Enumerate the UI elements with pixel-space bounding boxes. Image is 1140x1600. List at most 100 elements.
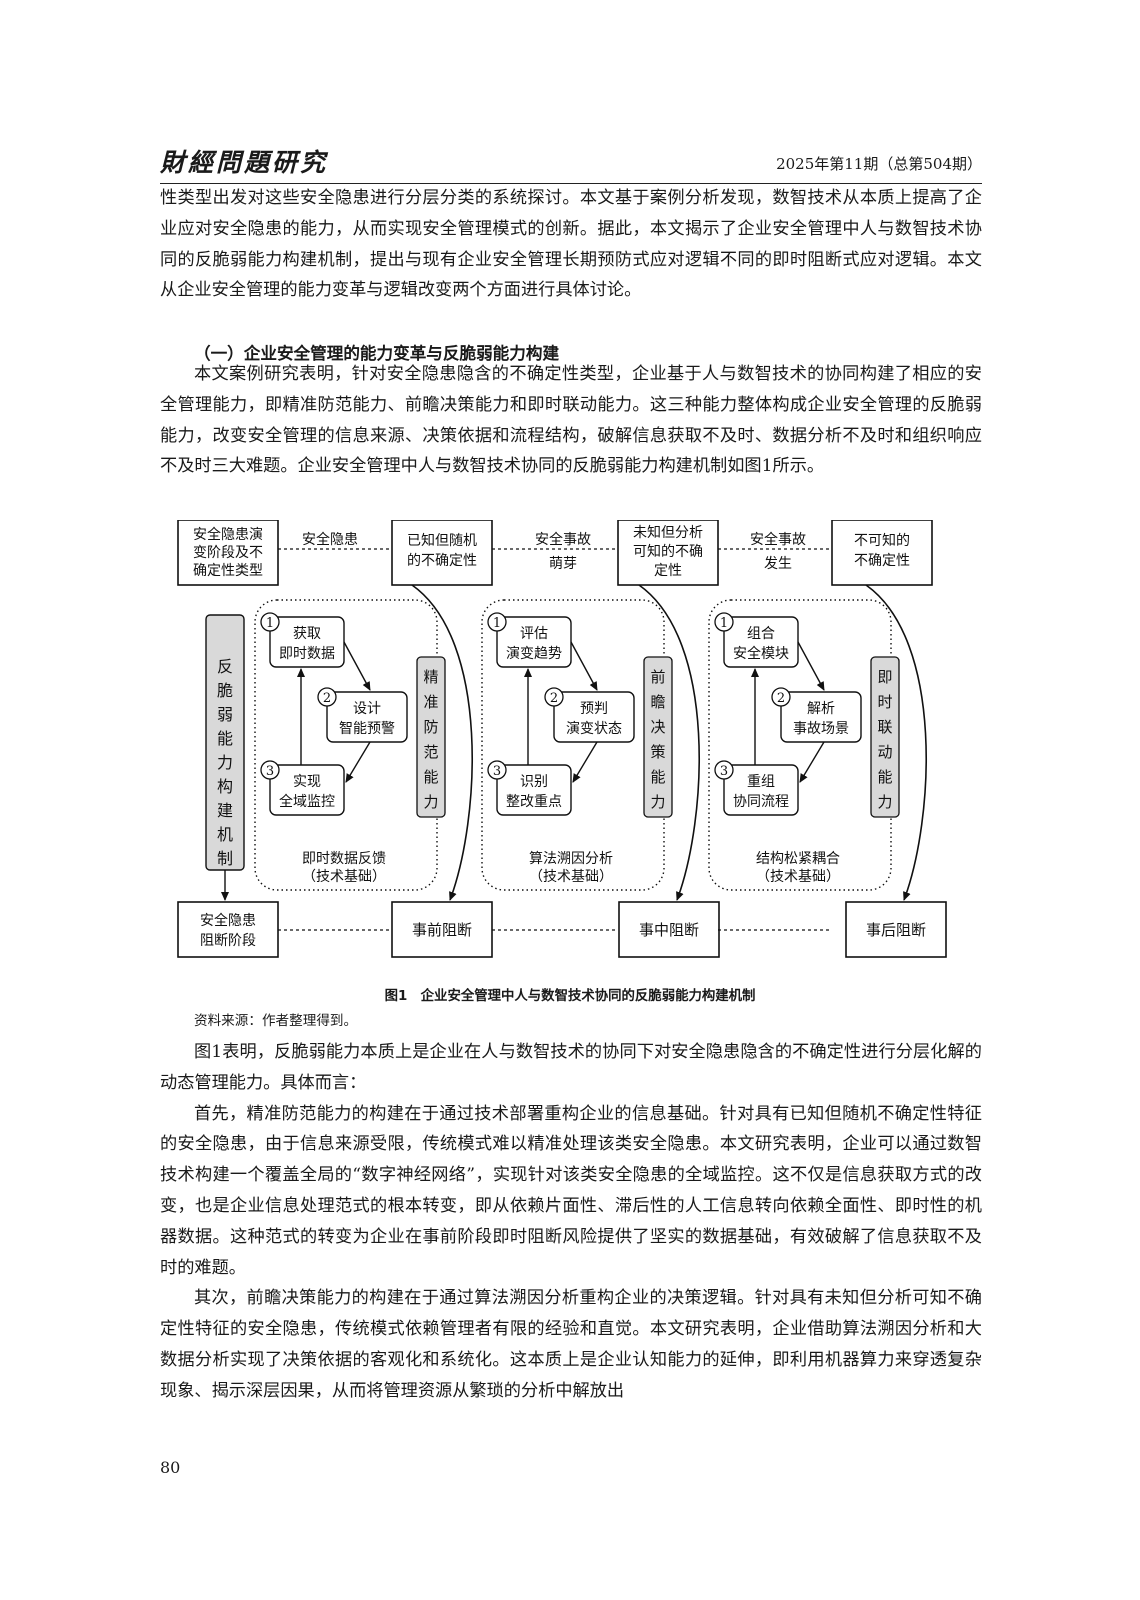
page-header: 財經問題研究 2025年第11期（总第504期） [160, 143, 982, 184]
basis-label: 结构松紧耦合 [756, 851, 840, 867]
block-label: 事中阻断 [639, 921, 699, 939]
step-number: 1 [720, 616, 728, 631]
step-label: 组合 [747, 626, 775, 642]
step-label: 智能预警 [339, 721, 395, 737]
step-box [780, 691, 862, 743]
top-box-unknown-analyzable [617, 519, 719, 586]
bottom-box-stage [177, 901, 279, 958]
block-box [845, 901, 947, 958]
figure-caption: 图1 企业安全管理中人与数智技术协同的反脆弱能力构建机制 [384, 989, 756, 1004]
step-number-circle [487, 760, 507, 780]
capability-bar [416, 656, 446, 818]
vertical-label-char: 机 [217, 825, 233, 844]
capability-char: 能 [650, 768, 665, 786]
capability-char: 精 [423, 668, 438, 686]
vertical-label-char: 力 [217, 753, 233, 772]
step-label: 识别 [520, 774, 548, 790]
step-arrow [345, 741, 371, 783]
top-box-line: 变阶段及不 [193, 545, 263, 561]
step-label: 设计 [353, 701, 381, 717]
curved-arrow [411, 584, 473, 901]
basis-label: （技术基础） [302, 868, 386, 885]
step-number-circle [771, 687, 791, 707]
issue-info: 2025年第11期（总第504期） [776, 155, 982, 173]
figure-diagram: 安全隐患演 变阶段及不 确定性类型 安全隐患 已知但随机 的不确定性 安全事故 … [160, 519, 982, 980]
step-number-circle [544, 687, 564, 707]
capability-char: 联 [877, 718, 892, 736]
block-box [618, 901, 720, 958]
top-box-line: 确定性类型 [193, 563, 263, 579]
step-number: 3 [493, 764, 501, 779]
step-arrow [343, 641, 371, 691]
paragraph-text: 本文案例研究表明，针对安全隐患隐含的不确定性类型，企业基于人与数智技术的协同构建… [160, 364, 982, 477]
section-title: （一）企业安全管理的能力变革与反脆弱能力构建 [194, 344, 560, 363]
capability-char: 能 [877, 768, 892, 786]
paragraph-section: 本文案例研究表明，针对安全隐患隐含的不确定性类型，企业基于人与数智技术的协同构建… [160, 359, 982, 482]
link-label: 安全事故 [535, 531, 591, 548]
capability-bar [643, 656, 673, 818]
block-label: 事前阻断 [412, 921, 472, 939]
step-number: 2 [323, 691, 331, 706]
capability-groups: 获取即时数据1设计智能预警2实现全域监控3精准防范能力即时数据反馈（技术基础）事… [254, 584, 947, 958]
link-label: 安全事故 [750, 531, 806, 548]
top-box-line: 已知但随机 [407, 532, 477, 549]
paragraph-after: 图1表明，反脆弱能力本质上是企业在人与数智技术的协同下对安全隐患隐含的不确定性进… [160, 1037, 982, 1407]
top-box-line: 的不确定性 [407, 553, 477, 569]
step-label: 事故场景 [793, 721, 849, 737]
step-number: 3 [720, 764, 728, 779]
dotted-frame [708, 599, 892, 891]
step-number: 2 [777, 691, 785, 706]
link-label: 萌芽 [549, 556, 577, 572]
capability-char: 力 [877, 793, 892, 811]
paragraph-top: 性类型出发对这些安全隐患进行分层分类的系统探讨。本文基于案例分析发现，数智技术从… [160, 183, 982, 306]
vertical-label-char: 弱 [217, 705, 233, 724]
capability-char: 能 [423, 768, 438, 786]
step-arrow [797, 641, 825, 691]
vertical-label-char: 脆 [217, 681, 233, 700]
step-label: 获取 [293, 626, 321, 642]
step-label: 安全模块 [733, 645, 789, 662]
bottom-box-line: 阻断阶段 [200, 933, 256, 949]
capability-char: 决 [650, 718, 665, 736]
paragraph-text: 首先，精准防范能力的构建在于通过技术部署重构企业的信息基础。针对具有已知但随机不… [160, 1103, 982, 1278]
basis-label: （技术基础） [529, 868, 613, 885]
step-label: 全域监控 [279, 793, 335, 810]
top-box-unknowable [831, 519, 933, 586]
step-number-circle [714, 760, 734, 780]
step-arrow [799, 741, 825, 783]
capability-group: 组合安全模块1解析事故场景2重组协同流程3即时联动能力结构松紧耦合（技术基础）事… [708, 584, 947, 958]
capability-char: 即 [877, 668, 892, 686]
top-box-stage-type [177, 519, 279, 586]
curved-arrow [865, 584, 927, 901]
step-label: 演变趋势 [506, 646, 562, 662]
step-label: 演变状态 [566, 721, 622, 737]
top-box-known-random [391, 519, 493, 586]
step-label: 实现 [293, 774, 321, 790]
block-box [391, 901, 493, 958]
link-label: 安全隐患 [302, 531, 358, 548]
paragraph-text: 性类型出发对这些安全隐患进行分层分类的系统探讨。本文基于案例分析发现，数智技术从… [160, 188, 982, 301]
step-label: 评估 [520, 626, 548, 642]
paragraph-text: 图1表明，反脆弱能力本质上是企业在人与数智技术的协同下对安全隐患隐含的不确定性进… [160, 1042, 982, 1093]
capability-group: 获取即时数据1设计智能预警2实现全域监控3精准防范能力即时数据反馈（技术基础）事… [254, 584, 493, 958]
vertical-label-char: 反 [217, 657, 233, 676]
step-label: 协同流程 [733, 794, 789, 810]
link-label: 发生 [764, 556, 792, 572]
capability-group: 评估演变趋势1预判演变状态2识别整改重点3前瞻决策能力算法溯因分析（技术基础）事… [481, 584, 720, 958]
top-box-line: 定性 [654, 563, 682, 579]
step-number: 2 [550, 691, 558, 706]
bottom-box-line: 安全隐患 [200, 912, 256, 929]
basis-label: （技术基础） [756, 868, 840, 885]
step-number-circle [260, 760, 280, 780]
figure-source: 资料来源：作者整理得到。 [194, 1013, 358, 1029]
top-box-line: 不可知的 [854, 532, 910, 549]
vertical-label-char: 能 [217, 729, 233, 748]
journal-logo: 財經問題研究 [160, 148, 329, 177]
top-box-line: 可知的不确 [633, 543, 703, 560]
diagram-svg: 安全隐患演 变阶段及不 确定性类型 安全隐患 已知但随机 的不确定性 安全事故 … [177, 519, 947, 958]
capability-char: 策 [650, 743, 665, 761]
step-box [553, 691, 635, 743]
vertical-label-char: 构 [217, 777, 233, 796]
capability-char: 准 [423, 693, 438, 711]
step-number-circle [317, 687, 337, 707]
